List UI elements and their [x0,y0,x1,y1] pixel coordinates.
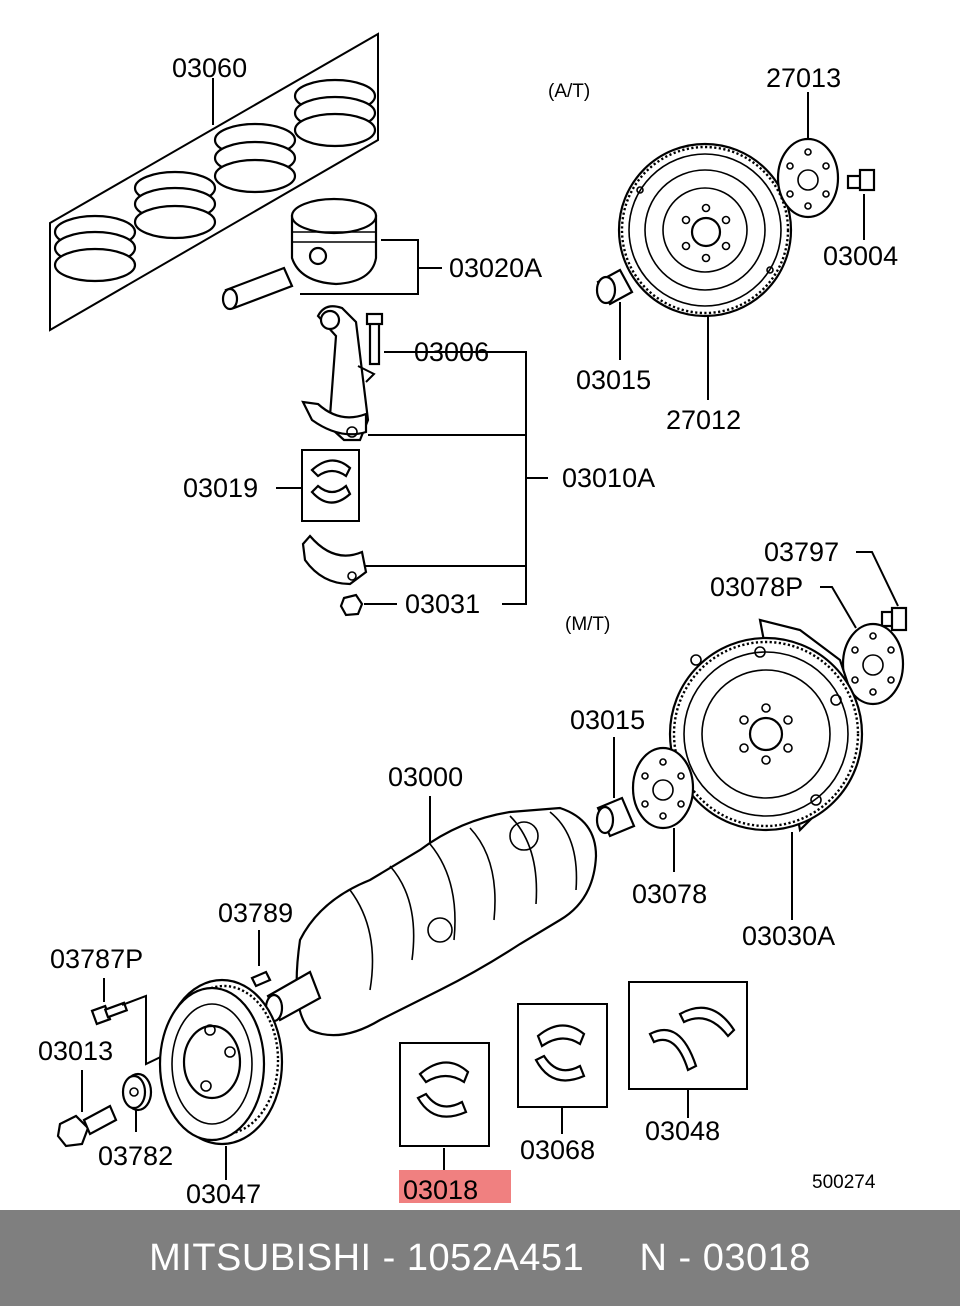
pulley-bolt-small[interactable] [90,1001,129,1026]
label-main-bearing-lower: 03068 [520,1135,595,1165]
main-bearing-upper[interactable] [399,1042,490,1147]
label-washer: 03782 [98,1141,173,1171]
connecting-rod[interactable] [301,305,370,442]
label-crankshaft: 03000 [388,762,463,792]
ref-number: 03018 [702,1236,811,1279]
mt-bolt[interactable] [880,606,908,632]
footer-bar: MITSUBISHI - 1052A451 N - 03018 [0,1210,960,1306]
flywheel[interactable] [668,618,864,833]
ref-prefix: N [639,1236,668,1279]
ring-stack-4 [293,78,377,148]
at-adapter-plate[interactable] [776,137,840,219]
label-rod-nut: 03031 [405,589,480,619]
label-pulley-bolt: 03013 [38,1036,113,1066]
at-bushing[interactable] [595,268,634,306]
mt-plate[interactable] [841,622,905,706]
label-rod-bearing: 03019 [183,473,258,503]
label-thrust-washer: 03048 [645,1116,720,1146]
brand-name: MITSUBISHI [149,1236,372,1279]
label-flywheel: 03030A [742,921,835,951]
label-main-bearing-upper: 03018 [403,1175,478,1205]
label-piston: 03020A [449,253,542,283]
label-pulley-bolt-small: 03787P [50,944,143,974]
label-mt-adapter: 03078 [632,879,707,909]
drive-plate[interactable] [617,142,793,318]
rod-nut[interactable] [339,593,364,617]
ref-separator: - [667,1236,703,1279]
label-damper-pulley: 03047 [186,1179,261,1209]
label-piston-ring-set: 03060 [172,53,247,83]
label-mt: (M/T) [565,614,610,635]
crankshaft[interactable] [264,806,598,1037]
label-mt-bolt: 03797 [764,537,839,567]
separator: - [371,1236,407,1279]
key[interactable] [250,970,272,988]
ring-stack-2 [133,170,217,240]
mt-adapter-plate[interactable] [631,746,695,830]
part-number: 1052A451 [406,1236,585,1279]
rod-cap[interactable] [301,534,368,586]
ring-stack-3 [213,122,297,194]
rod-bolt[interactable] [365,312,384,366]
damper-pulley[interactable] [158,978,284,1146]
label-rod-bolt: 03006 [414,337,489,367]
spacer [584,1237,639,1280]
label-mt-bushing: 03015 [570,705,645,735]
label-key: 03789 [218,898,293,928]
piston-pin[interactable] [221,266,294,311]
ring-stack-1 [53,214,137,283]
pulley-bolt[interactable] [56,1104,118,1148]
drawing-number: 500274 [812,1172,876,1193]
label-conrod-assy: 03010A [562,463,655,493]
label-at-bolt: 03004 [823,241,898,271]
highlight-box [399,1170,511,1203]
thrust-washer[interactable] [628,981,748,1090]
piston[interactable] [290,197,378,286]
rod-bearing[interactable] [301,449,360,522]
parts-diagram: 03060 03020A 03006 03010A 03019 [38,32,908,1209]
label-drive-plate: 27012 [666,405,741,435]
mt-bushing[interactable] [595,796,636,838]
label-at-adapter: 27013 [766,63,841,93]
label-mt-plate: 03078P [710,572,803,602]
label-at-bushing: 03015 [576,365,651,395]
label-at: (A/T) [548,81,590,102]
at-bolt[interactable] [846,168,876,192]
piston-ring-set[interactable] [49,32,379,332]
washer[interactable] [121,1072,153,1112]
main-bearing-lower[interactable] [517,1003,608,1108]
